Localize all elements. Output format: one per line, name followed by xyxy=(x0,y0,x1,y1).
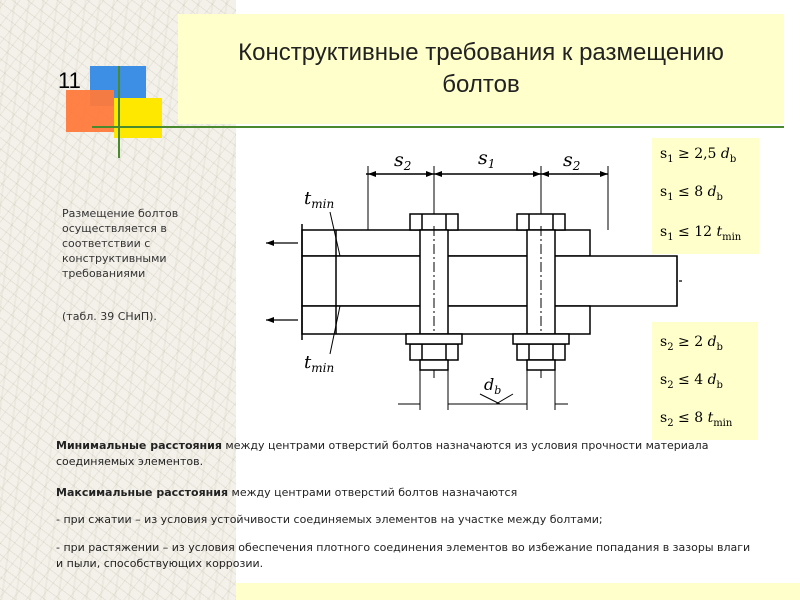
label-db: db xyxy=(484,375,501,397)
bolt-right xyxy=(512,213,570,378)
middle-plate xyxy=(301,255,678,307)
paragraph-min-distance: Минимальные расстояния между центрами от… xyxy=(56,439,709,468)
s1-requirements-box: s1 ≥ 2,5 db s1 ≤ 8 db s1 ≤ 12 tmin xyxy=(652,138,759,254)
paragraph-compression: - при сжатии – из условия устойчивости с… xyxy=(56,513,603,526)
formula-s1-max-d: s1 ≤ 8 db xyxy=(660,184,723,203)
decor-vertical-line xyxy=(118,66,120,158)
decor-horizontal-line xyxy=(92,126,784,128)
s2-requirements-box: s2 ≥ 2 db s2 ≤ 4 db s2 ≤ 8 tmin xyxy=(652,322,758,440)
bolt-left xyxy=(405,213,463,378)
label-tmin-top: tmin xyxy=(304,188,334,211)
decor-square-yellow xyxy=(114,98,162,138)
label-tmin-bottom: tmin xyxy=(304,352,334,375)
formula-s1-min: s1 ≥ 2,5 db xyxy=(660,146,737,165)
label-s2-right: s2 xyxy=(563,149,580,173)
force-arrow-left-top xyxy=(266,240,298,246)
slide-title: Конструктивные требования к размещению б… xyxy=(238,39,724,98)
paragraph-tension: - при растяжении – из условия обеспечени… xyxy=(56,541,751,570)
tmin-top-leader xyxy=(329,211,341,257)
formula-s2-max-d: s2 ≤ 4 db xyxy=(660,372,723,391)
decor-square-orange xyxy=(66,90,114,132)
db-dimension xyxy=(398,370,568,410)
tmin-bottom-leader xyxy=(329,305,341,355)
title-box: Конструктивные требования к размещению б… xyxy=(178,14,784,124)
bolt-spacing-diagram: s2 s1 s2 tmin tmin db xyxy=(266,147,682,410)
formula-s2-min: s2 ≥ 2 db xyxy=(660,334,723,353)
side-note: Размещение болтов осуществляется в соотв… xyxy=(62,207,179,280)
label-s2-left: s2 xyxy=(394,149,411,173)
label-s1: s1 xyxy=(478,147,495,171)
formula-s2-max-t: s2 ≤ 8 tmin xyxy=(660,410,733,429)
slide-number: 11 xyxy=(58,68,81,93)
footer-band xyxy=(236,583,800,600)
formula-s1-max-t: s1 ≤ 12 tmin xyxy=(660,224,742,243)
force-arrow-right xyxy=(676,256,682,306)
paragraph-max-distance: Максимальные расстояния между центрами о… xyxy=(56,486,518,499)
side-note-reference: (табл. 39 СНиП). xyxy=(62,310,157,323)
force-arrow-left-bottom xyxy=(266,317,298,323)
